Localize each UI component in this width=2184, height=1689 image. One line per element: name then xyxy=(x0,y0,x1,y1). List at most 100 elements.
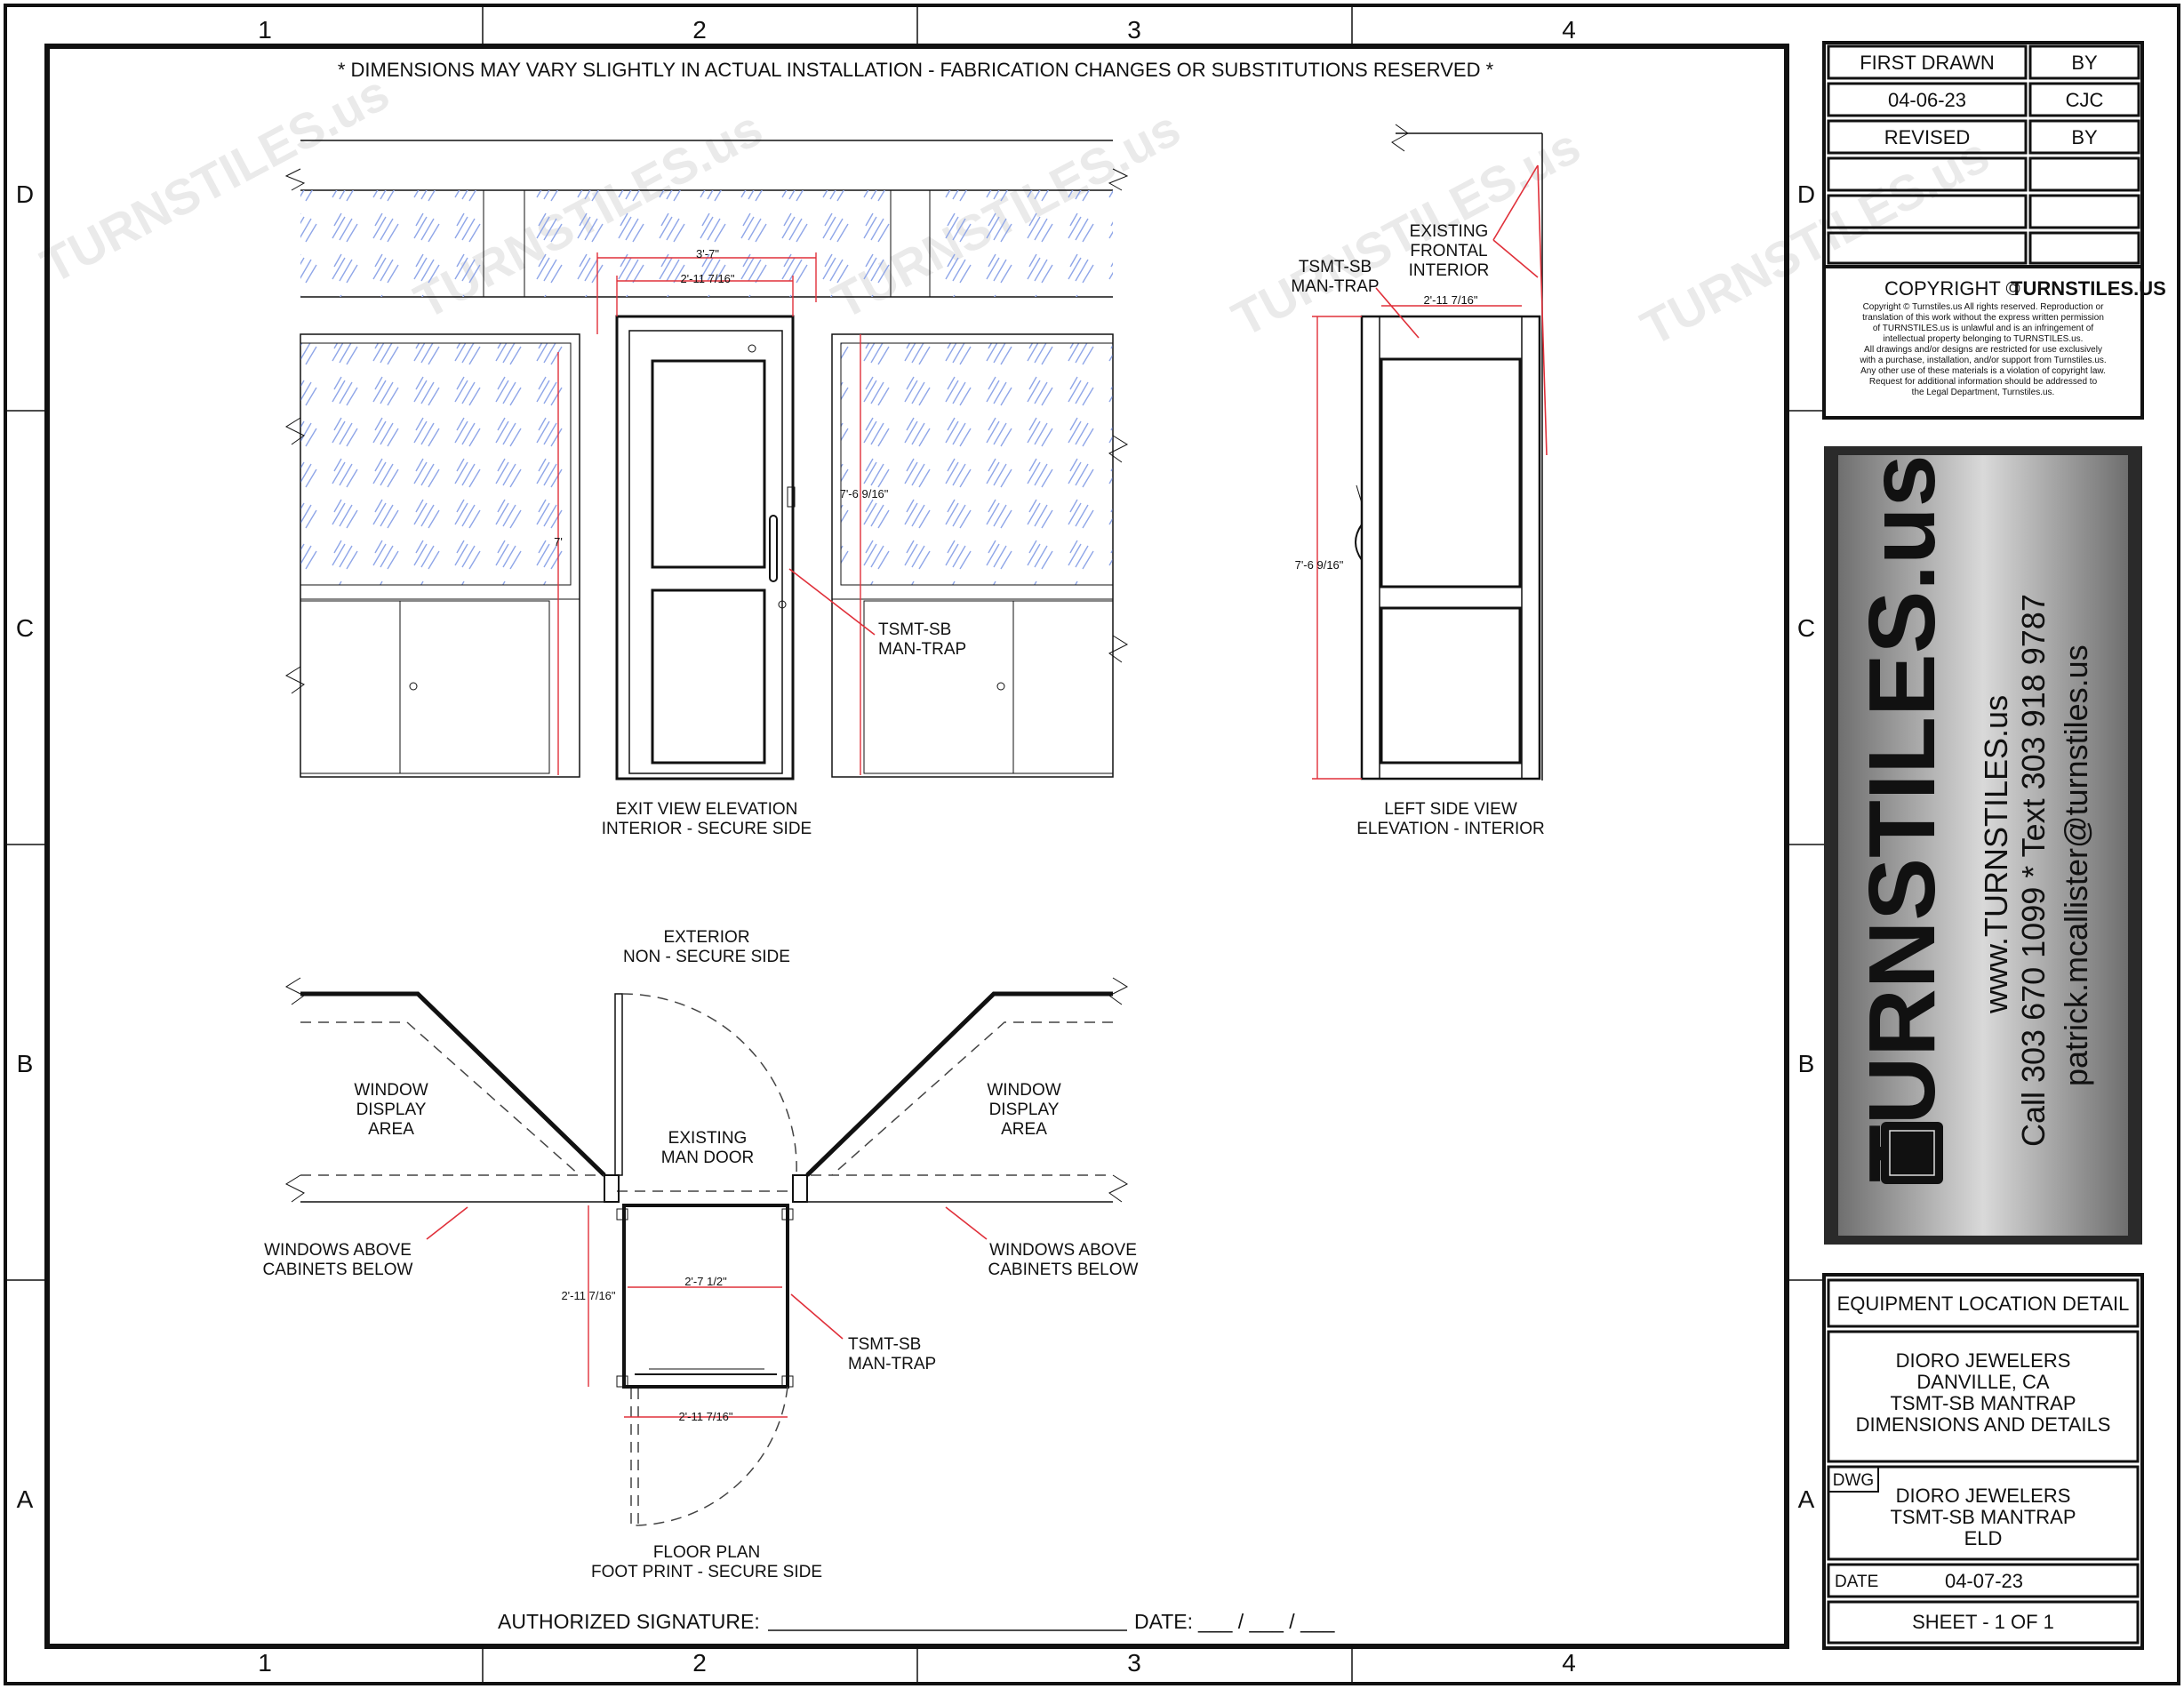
left-window-label-1: WINDOW xyxy=(354,1081,428,1100)
dim-side-height: 7'-6 9/16" xyxy=(1295,558,1344,572)
left-side-view: 2'-11 7/16" 7'-6 9/16" TSMT-SB MAN-TRAP … xyxy=(1291,124,1548,838)
brand-logo-icon xyxy=(1881,1122,1943,1184)
door-lock-icon xyxy=(778,600,787,609)
exit-view-caption-2: INTERIOR - SECURE SIDE xyxy=(602,820,812,838)
grid-row-labels: D C B A D C B A xyxy=(16,180,1815,1513)
left-view-caption-2: ELEVATION - INTERIOR xyxy=(1356,820,1545,838)
copyright-line-7: Any other use of these materials is a vi… xyxy=(1860,366,2106,376)
right-cabinet-lock-icon xyxy=(996,682,1005,691)
title-block-revisions: FIRST DRAWN BY 04-06-23 CJC REVISED BY xyxy=(1822,41,2144,268)
floor-plan: EXTERIOR NON - SECURE SIDE xyxy=(263,928,1139,1581)
grid-col-1-bottom: 1 xyxy=(258,1649,272,1677)
dim-width-overall: 3'-7" xyxy=(696,247,719,260)
grid-col-4-bottom: 4 xyxy=(1562,1649,1576,1677)
plan-mantrap-label-2: MAN-TRAP xyxy=(848,1355,936,1373)
brand-name: TURNSTILES.us xyxy=(1850,454,1955,1182)
dim-plan-inner: 2'-7 1/2" xyxy=(684,1275,727,1288)
grid-row-c-left: C xyxy=(16,614,34,642)
floor-plan-caption-1: FLOOR PLAN xyxy=(653,1543,760,1562)
existing-frontal-1: EXISTING xyxy=(1410,222,1489,241)
dim-height-right: 7'-6 9/16" xyxy=(840,487,889,500)
grid-column-labels: 1 2 3 4 1 2 3 4 xyxy=(258,16,1576,1677)
copyright-line-6: with a purchase, installation, and/or su… xyxy=(1859,356,2106,365)
first-drawn-label: FIRST DRAWN xyxy=(1860,52,1995,74)
date-blank[interactable]: ___ / ___ / ___ xyxy=(1197,1610,1336,1633)
right-window-label-3: AREA xyxy=(1001,1120,1047,1139)
grid-col-2-top: 2 xyxy=(692,16,707,44)
grid-row-d-right: D xyxy=(1797,180,1815,208)
dwg-line-2: TSMT-SB MANTRAP xyxy=(1890,1506,2076,1528)
dwg-line-3: ELD xyxy=(1964,1527,2003,1549)
dimensions-notice: * DIMENSIONS MAY VARY SLIGHTLY IN ACTUAL… xyxy=(338,59,1494,81)
brand-panel: TURNSTILES.us www.TURNSTILES.us Call 303… xyxy=(1824,446,2142,1245)
brand-website[interactable]: www.TURNSTILES.us xyxy=(1978,695,2014,1014)
grid-col-3-top: 3 xyxy=(1127,16,1141,44)
existing-door-label-2: MAN DOOR xyxy=(661,1149,755,1167)
right-window-label-2: DISPLAY xyxy=(989,1101,1060,1119)
left-window-label-3: AREA xyxy=(368,1120,414,1139)
drawn-by-initials: CJC xyxy=(2066,89,2104,111)
side-lower-glass xyxy=(1380,606,1522,764)
mantrap-label-2: MAN-TRAP xyxy=(878,640,966,659)
signature-label: AUTHORIZED SIGNATURE: xyxy=(498,1610,760,1633)
grid-row-b-right: B xyxy=(1798,1050,1815,1077)
copyright-line-8: Request for additional information shoul… xyxy=(1869,377,2098,387)
side-mantrap-label-2: MAN-TRAP xyxy=(1291,277,1379,296)
right-window-glass xyxy=(841,343,1113,585)
copyright-line-5: All drawings and/or designs are restrict… xyxy=(1864,345,2102,355)
copyright-line-9: the Legal Department, Turnstiles.us. xyxy=(1912,388,2055,397)
copyright-prefix: COPYRIGHT © xyxy=(1884,277,2020,300)
date-field-value: 04-07-23 xyxy=(1945,1570,2023,1592)
left-windows-above: WINDOWS ABOVE xyxy=(264,1241,412,1260)
side-upper-glass xyxy=(1380,357,1522,588)
door-lower-glass xyxy=(651,588,766,764)
existing-door-leaf xyxy=(614,993,623,1176)
copyright-line-1: Copyright © Turnstiles.us All rights res… xyxy=(1863,302,2104,312)
grid-row-c-right: C xyxy=(1797,614,1815,642)
door-upper-glass xyxy=(651,359,766,569)
grid-row-b-left: B xyxy=(17,1050,34,1077)
sheet-number: SHEET - 1 OF 1 xyxy=(1912,1611,2054,1633)
grid-col-2-bottom: 2 xyxy=(692,1649,707,1677)
left-cabinets-below: CABINETS BELOW xyxy=(263,1261,413,1279)
exit-view-elevation: 3'-7" 2'-11 7/16" 7' 7'-6 9/16" TSMT-SB … xyxy=(284,140,1129,838)
copyright-line-3: of TURNSTILES.us is unlawful and is an i… xyxy=(1873,324,2093,333)
eld-heading: EQUIPMENT LOCATION DETAIL xyxy=(1837,1293,2130,1315)
floor-plan-caption-2: FOOT PRINT - SECURE SIDE xyxy=(591,1563,822,1581)
dim-plan-width: 2'-11 7/16" xyxy=(678,1410,732,1423)
existing-door-label-1: EXISTING xyxy=(668,1129,748,1148)
plan-mantrap-label-1: TSMT-SB xyxy=(848,1335,921,1354)
grid-col-3-bottom: 3 xyxy=(1127,1649,1141,1677)
transom-glass-3 xyxy=(930,190,1113,297)
dim-plan-depth: 2'-11 7/16" xyxy=(561,1289,615,1302)
grid-row-a-right: A xyxy=(1798,1485,1815,1513)
existing-frontal-2: FRONTAL xyxy=(1410,242,1487,260)
right-cabinets-below: CABINETS BELOW xyxy=(988,1261,1139,1279)
side-mantrap-label-1: TSMT-SB xyxy=(1299,258,1372,276)
first-drawn-date: 04-06-23 xyxy=(1888,89,1966,111)
revised-label: REVISED xyxy=(1884,126,1971,148)
project-line-4: DIMENSIONS AND DETAILS xyxy=(1856,1413,2111,1436)
dwg-label: DWG xyxy=(1833,1471,1874,1490)
mantrap-door-frame xyxy=(615,315,795,780)
grid-row-d-left: D xyxy=(16,180,34,208)
right-cabinet xyxy=(863,600,1114,774)
project-line-2: DANVILLE, CA xyxy=(1916,1371,2049,1393)
left-window-label-2: DISPLAY xyxy=(356,1101,427,1119)
brand-phone[interactable]: Call 303 670 1099 * Text 303 918 9787 xyxy=(2015,594,2052,1147)
grid-ticks xyxy=(5,5,1824,1684)
left-window-glass xyxy=(300,343,571,585)
grid-row-a-left: A xyxy=(17,1485,34,1513)
date-label: DATE: xyxy=(1134,1610,1193,1633)
signature-area: AUTHORIZED SIGNATURE: DATE: ___ / ___ / … xyxy=(498,1610,1336,1633)
brand-panel-background xyxy=(1838,455,2128,1236)
dim-side-width: 2'-11 7/16" xyxy=(1423,293,1477,307)
eld-block: EQUIPMENT LOCATION DETAIL DIORO JEWELERS… xyxy=(1822,1273,2144,1650)
first-by-label: BY xyxy=(2071,52,2098,74)
grid-col-4-top: 4 xyxy=(1562,16,1576,44)
existing-frontal-3: INTERIOR xyxy=(1409,261,1490,280)
brand-email[interactable]: patrick.mcallister@turnstiles.us xyxy=(2058,644,2094,1086)
copyright-line-4: intellectual property belonging to TURNS… xyxy=(1884,334,2084,344)
mantrap-footprint xyxy=(622,1204,789,1389)
